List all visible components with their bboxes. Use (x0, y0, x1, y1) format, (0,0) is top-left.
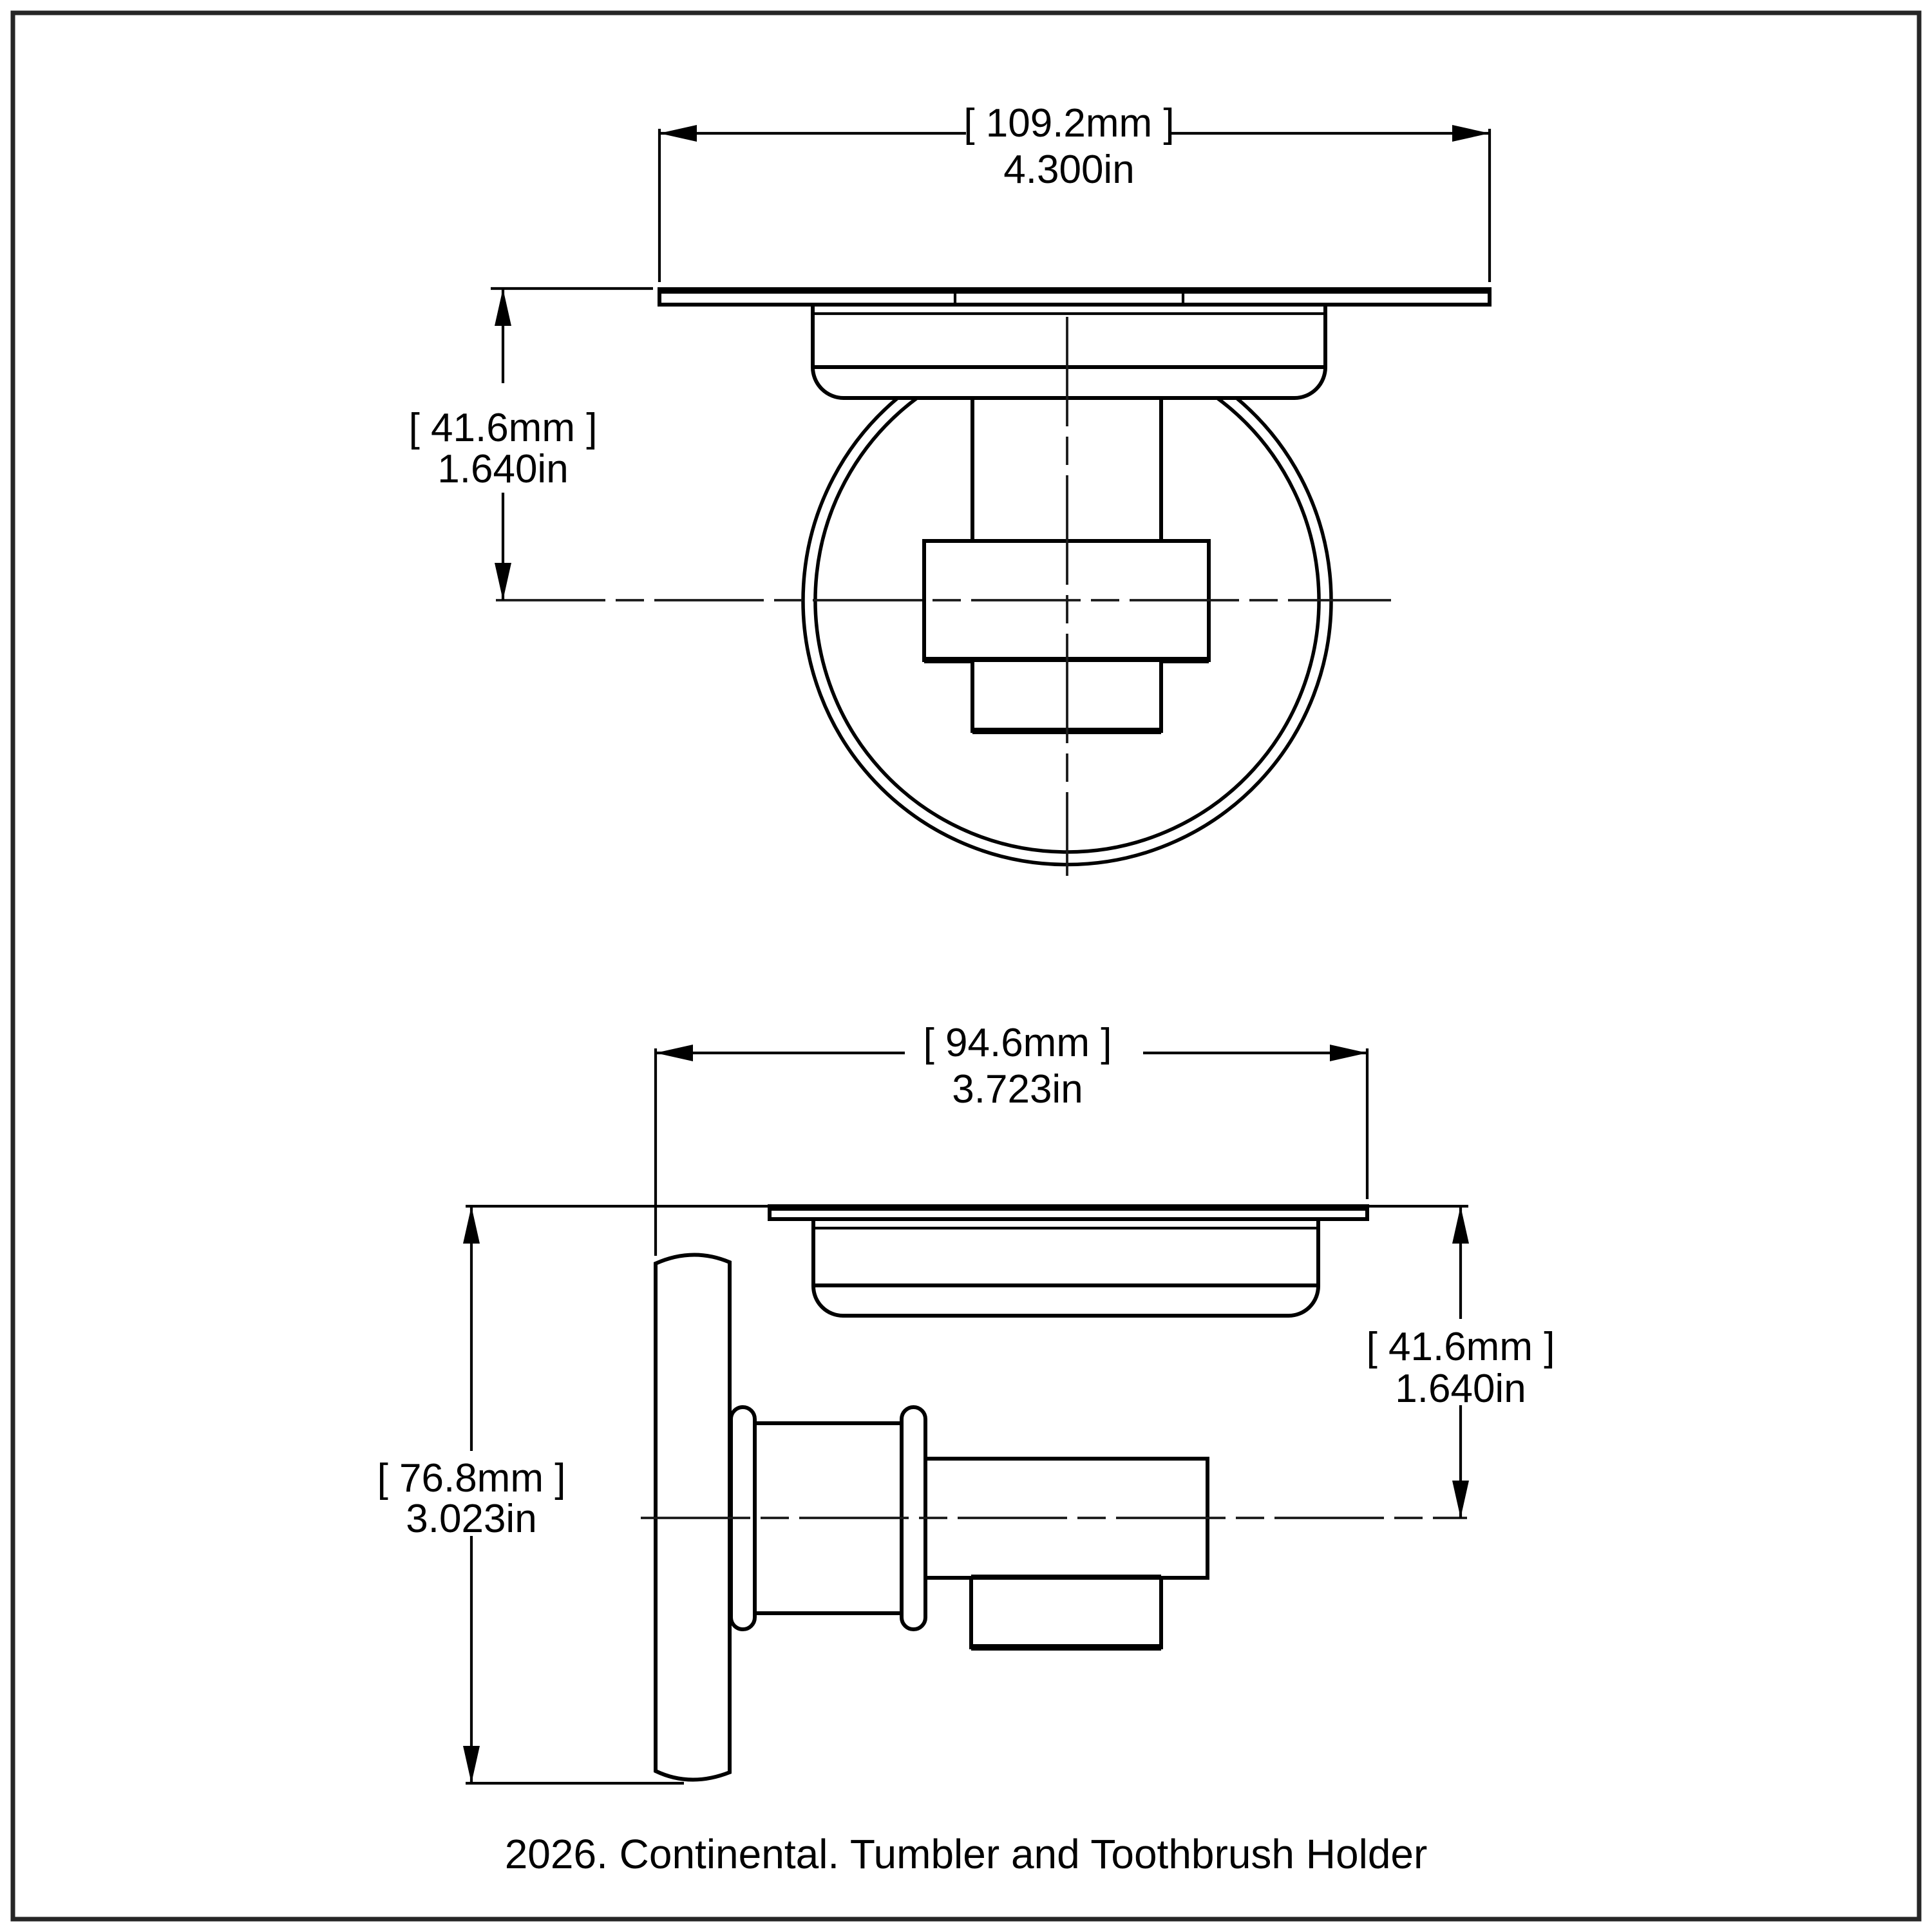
arrowhead-down (1452, 1481, 1469, 1518)
arrowhead-right (1330, 1045, 1367, 1061)
dim-value-in: 3.723in (952, 1067, 1083, 1112)
dim-value-in: 3.023in (406, 1497, 536, 1541)
arrowhead-left (659, 125, 697, 142)
side-width-dimension: [ 94.6mm ] 3.723in (654, 1021, 1369, 1256)
drawing-caption: 2026. Continental. Tumbler and Toothbrus… (505, 1831, 1428, 1877)
arrowhead-right (1452, 125, 1490, 142)
front-width-dimension: [ 109.2mm ] 4.300in (658, 101, 1492, 282)
arrowhead-down (463, 1746, 480, 1783)
side-height-dimension: [ 41.6mm ] 1.640in (1367, 1206, 1555, 1518)
arrowhead-down (495, 563, 511, 600)
dim-value-mm: [ 41.6mm ] (1367, 1325, 1555, 1369)
dim-value-mm: [ 109.2mm ] (963, 101, 1174, 146)
front-height-dimension: [ 41.6mm ] 1.640in (409, 287, 653, 600)
side-tray-cup (811, 1217, 1320, 1318)
side-view: [ 94.6mm ] 3.723in [ 41.6mm ] 1.640in [ … (377, 1021, 1555, 1785)
side-lower-block (969, 1576, 1163, 1649)
arrowhead-left (656, 1045, 693, 1061)
dim-value-in: 1.640in (437, 447, 568, 491)
dim-value-mm: [ 94.6mm ] (923, 1021, 1112, 1065)
arrowhead-up (463, 1206, 480, 1244)
front-view: [ 109.2mm ] 4.300in [ 41.6mm ] 1.640in (409, 101, 1492, 876)
dim-value-in: 4.300in (1003, 147, 1134, 192)
dim-value-mm: [ 41.6mm ] (409, 406, 598, 450)
front-tray-cup (811, 303, 1327, 400)
side-overall-height-dimension: [ 76.8mm ] 3.023in (377, 1206, 684, 1785)
dim-value-in: 1.640in (1395, 1367, 1526, 1411)
arrowhead-up (495, 289, 511, 326)
arrowhead-up (1452, 1206, 1469, 1244)
dim-value-mm: [ 76.8mm ] (377, 1456, 566, 1501)
page-border (10, 10, 1922, 1922)
